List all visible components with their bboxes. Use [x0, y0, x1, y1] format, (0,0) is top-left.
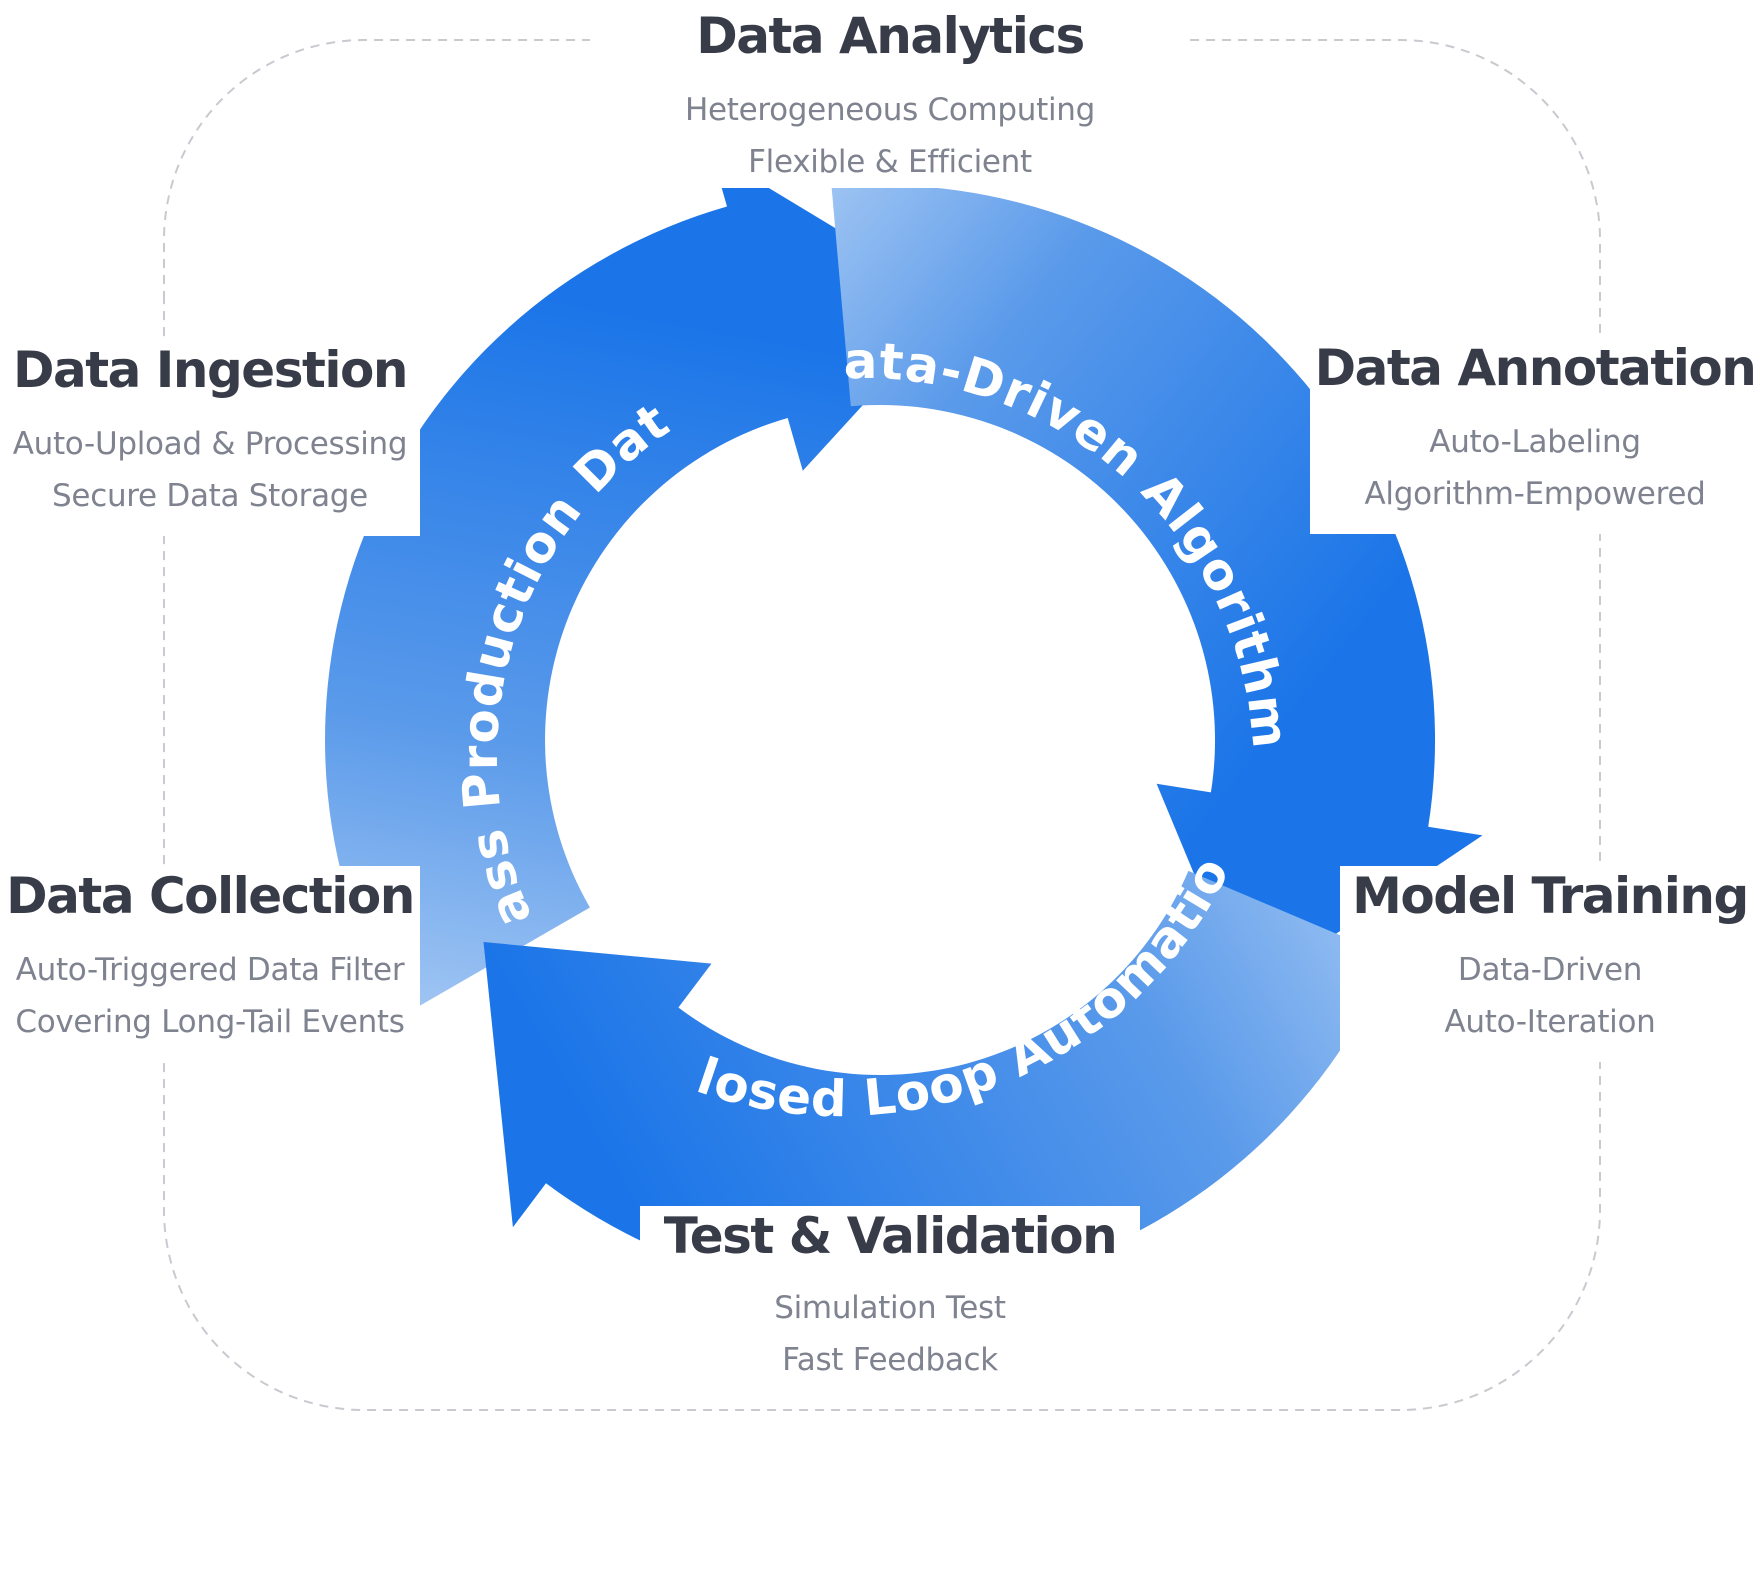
stage-detail: Auto-Iteration: [1444, 1004, 1656, 1040]
stage-detail: Data-Driven: [1457, 952, 1643, 988]
stage-model-training: Model Training Data-Driven Auto-Iteratio…: [1340, 866, 1760, 1062]
arrow-data-driven: [831, 184, 1483, 996]
stage-data-analytics: Data Analytics Heterogeneous Computing F…: [590, 6, 1190, 188]
stage-title: Data Collection: [6, 867, 415, 925]
stage-test-validation: Test & Validation Simulation Test Fast F…: [640, 1206, 1140, 1386]
stage-title: Data Ingestion: [13, 341, 408, 399]
stage-title: Model Training: [1352, 867, 1749, 925]
stage-detail: Simulation Test: [774, 1290, 1006, 1326]
arrow-mass-production: [325, 153, 958, 1018]
stage-data-collection: Data Collection Auto-Triggered Data Filt…: [0, 866, 420, 1062]
stage-detail: Covering Long-Tail Events: [15, 1004, 405, 1040]
stage-detail: Auto-Upload & Processing: [12, 426, 408, 462]
dashed-outer-loop: [163, 39, 1601, 1411]
stage-data-ingestion: Data Ingestion Auto-Upload & Processing …: [0, 340, 420, 536]
stage-title: Data Annotation: [1314, 339, 1757, 397]
stage-title: Data Analytics: [696, 7, 1085, 65]
stage-detail: Flexible & Efficient: [748, 144, 1032, 180]
stage-detail: Heterogeneous Computing: [684, 92, 1096, 128]
stage-detail: Secure Data Storage: [52, 478, 368, 514]
arrow-closed-loop: [483, 870, 1391, 1295]
stage-detail: Auto-Labeling: [1429, 424, 1641, 460]
stage-data-annotation: Data Annotation Auto-Labeling Algorithm-…: [1310, 338, 1760, 534]
stage-title: Test & Validation: [663, 1207, 1118, 1265]
stage-detail: Fast Feedback: [782, 1342, 998, 1378]
stage-detail: Auto-Triggered Data Filter: [15, 952, 405, 988]
stage-detail: Algorithm-Empowered: [1364, 476, 1706, 512]
